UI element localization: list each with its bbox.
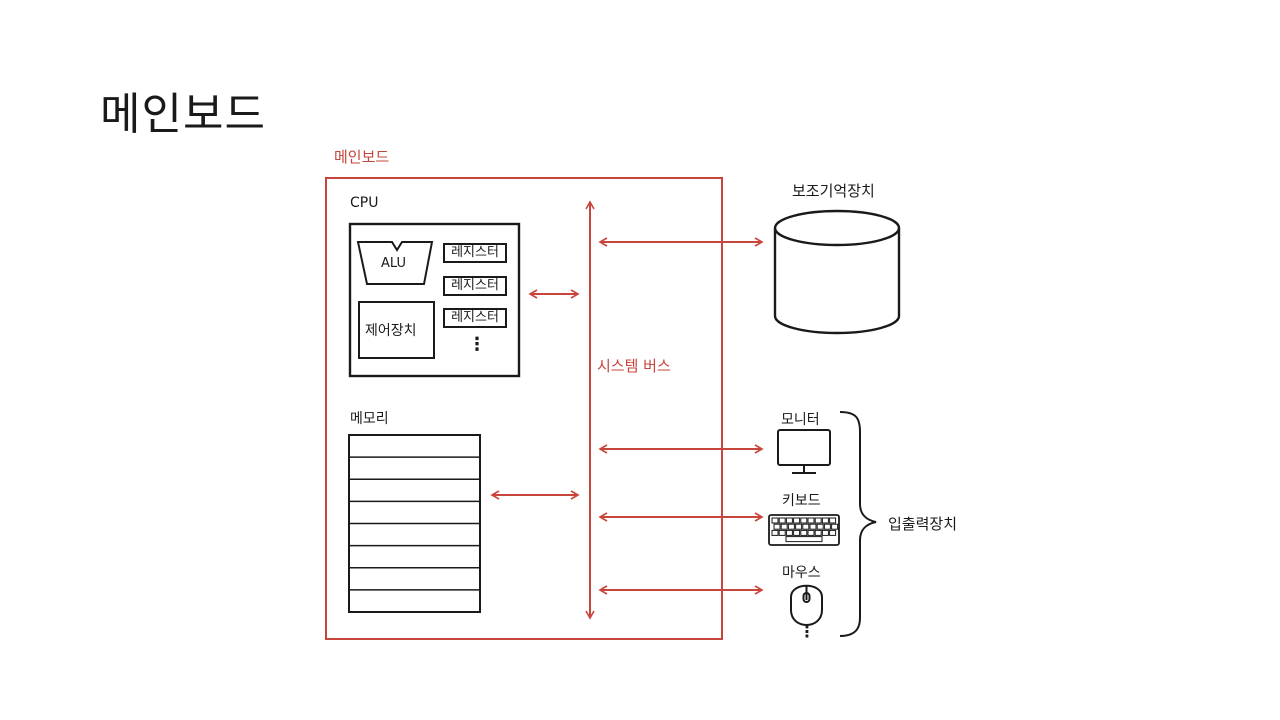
keyboard-key [771, 517, 779, 524]
keyboard-key [785, 529, 793, 536]
slide-title: 메인보드 [100, 89, 266, 140]
monitor-icon [777, 429, 831, 474]
mainboard-frame [325, 177, 723, 640]
keyboard-spacebar [785, 536, 823, 543]
keyboard-key [793, 529, 801, 536]
keyboard-key [821, 517, 829, 524]
cpu-box [348, 222, 521, 378]
keyboard-icon [768, 514, 840, 546]
keyboard-key [831, 523, 839, 530]
io-group-label: 입출력장치 [888, 515, 958, 533]
alu-shape [356, 241, 434, 285]
register-1: 레지스터 [443, 243, 507, 263]
keyboard-key [802, 523, 810, 530]
io-more-indicator: ⋮ [799, 622, 815, 641]
keyboard-label: 키보드 [782, 493, 821, 509]
keyboard-key [773, 523, 781, 530]
register-more-indicator: ⋮ [468, 334, 486, 355]
register-3: 레지스터 [443, 308, 507, 328]
keyboard-key [780, 523, 788, 530]
keyboard-key [816, 523, 824, 530]
keyboard-key [829, 529, 837, 536]
keyboard-key [785, 517, 793, 524]
keyboard-key [778, 529, 786, 536]
mouse-icon [790, 584, 823, 626]
alu-label: ALU [381, 256, 407, 271]
register-2: 레지스터 [443, 276, 507, 296]
keyboard-key [814, 529, 822, 536]
keyboard-key [800, 529, 808, 536]
keyboard-key [800, 517, 808, 524]
storage-cylinder-icon [773, 209, 901, 335]
control-unit-label: 제어장치 [365, 323, 417, 339]
keyboard-key [771, 529, 779, 536]
system-bus-label: 시스템 버스 [597, 357, 671, 375]
keyboard-key [778, 517, 786, 524]
io-brace [839, 411, 877, 637]
monitor-label: 모니터 [781, 412, 820, 428]
mainboard-label: 메인보드 [334, 148, 390, 166]
keyboard-key [793, 517, 801, 524]
keyboard-key [823, 523, 831, 530]
mouse-label: 마우스 [782, 565, 821, 581]
memory-label: 메모리 [350, 411, 389, 427]
keyboard-key [807, 517, 815, 524]
cpu-label: CPU [350, 195, 379, 211]
keyboard-key [795, 523, 803, 530]
keyboard-key [821, 529, 829, 536]
control-unit-box [358, 301, 435, 359]
storage-label: 보조기억장치 [792, 182, 875, 200]
keyboard-key [787, 523, 795, 530]
keyboard-key [814, 517, 822, 524]
keyboard-key [829, 517, 837, 524]
keyboard-key [807, 529, 815, 536]
keyboard-key [809, 523, 817, 530]
